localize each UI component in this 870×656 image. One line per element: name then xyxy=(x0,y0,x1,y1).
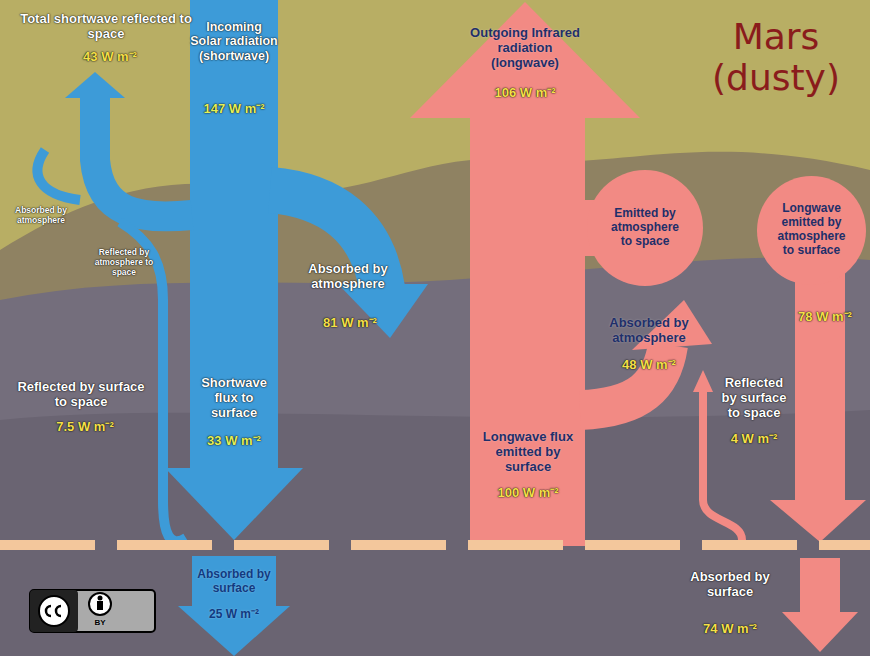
flux-name: Reflected by atmosphere to space xyxy=(90,248,158,277)
flux-name: Absorbed by atmosphere xyxy=(590,316,708,346)
diagram-title: Mars (dusty) xyxy=(688,16,864,99)
flux-value: 100 W m⁻² xyxy=(474,486,582,501)
flux-name: Reflected by surface to space xyxy=(716,376,792,421)
flux-value: 106 W m⁻² xyxy=(462,86,588,101)
atmosphere-circle: Longwave emitted by atmosphere to surfac… xyxy=(757,176,866,285)
flux-value: 74 W m⁻² xyxy=(668,622,792,637)
flux-name: Shortwave flux to surface xyxy=(190,376,278,421)
flux-name: Reflected by surface to space xyxy=(10,380,152,410)
flux-value: 147 W m⁻² xyxy=(186,102,282,117)
flux-name: Absorbed by surface xyxy=(188,568,280,596)
flux-name: Absorbed by surface xyxy=(668,570,792,600)
licence-text: BY xyxy=(86,618,114,627)
flux-name: Absorbed by atmosphere xyxy=(4,206,78,226)
flux-value: 43 W m⁻² xyxy=(55,50,165,65)
flux-value: 81 W m⁻² xyxy=(300,316,400,331)
flux-name: Longwave flux emitted by surface xyxy=(474,430,582,475)
flux-name: Outgoing Infrared radiation (longwave) xyxy=(462,26,588,71)
circle-text: Longwave emitted by atmosphere to surfac… xyxy=(771,202,853,257)
flux-value: 78 W m⁻² xyxy=(784,310,866,325)
flux-name: Incoming Solar radiation (shortwave) xyxy=(190,20,278,63)
flux-name: Total shortwave reflected to space xyxy=(14,12,198,42)
flux-value: 33 W m⁻² xyxy=(190,434,278,449)
flux-value: 25 W m⁻² xyxy=(188,608,280,622)
circle-text: Emitted by atmosphere to space xyxy=(604,207,686,248)
flux-value: 48 W m⁻² xyxy=(590,358,708,373)
atmosphere-circle: Emitted by atmosphere to space xyxy=(587,170,703,286)
flux-name: Absorbed by atmosphere xyxy=(286,262,410,292)
flux-value: 4 W m⁻² xyxy=(716,432,792,447)
flux-value: 7.5 W m⁻² xyxy=(30,420,140,435)
